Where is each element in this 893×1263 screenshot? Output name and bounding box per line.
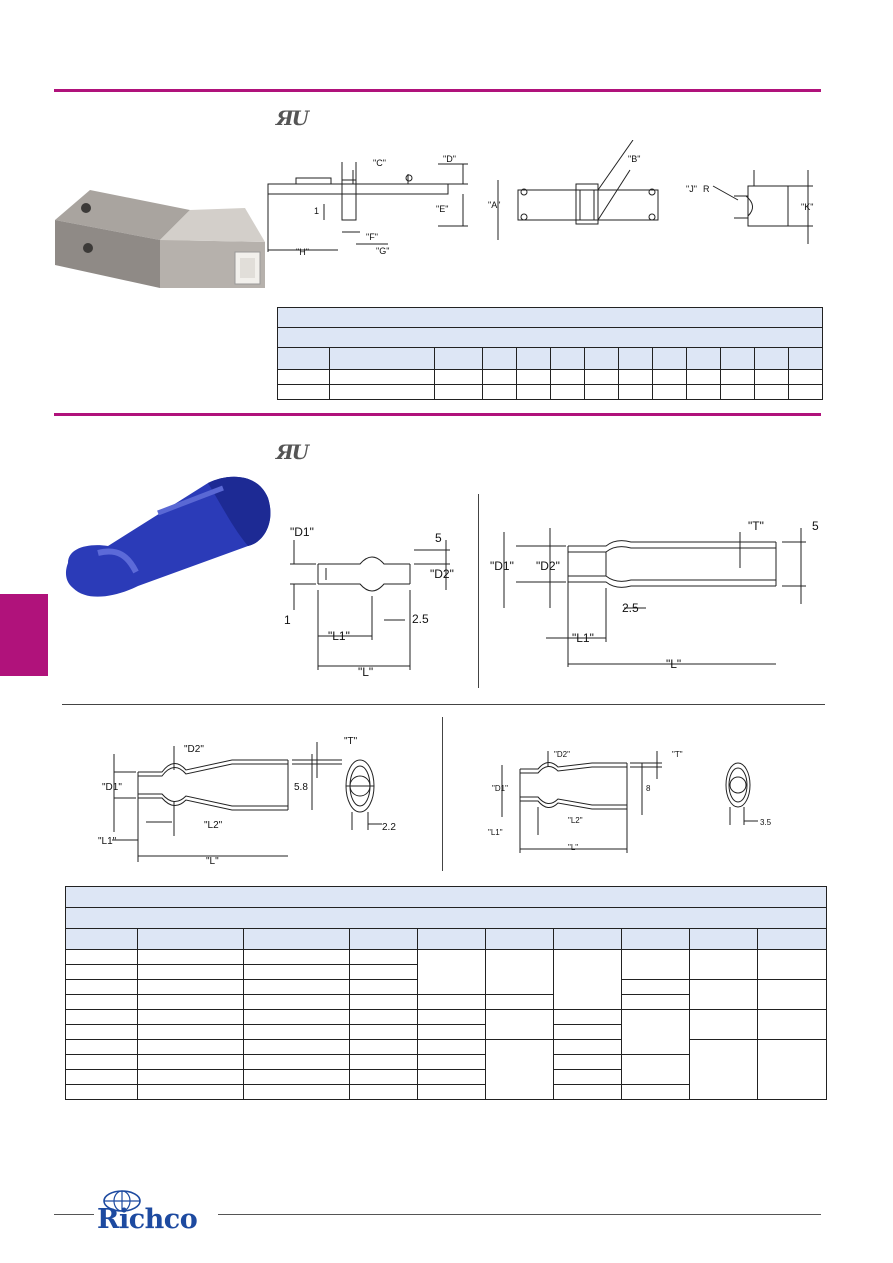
table-row bbox=[65, 964, 827, 980]
dim-label-threefive: 3.5 bbox=[760, 818, 772, 827]
table-row bbox=[65, 1039, 828, 1100]
dim-label-t: "T" bbox=[672, 750, 683, 759]
dim-label-l1: "L1" bbox=[488, 828, 503, 837]
dim-label-g: "G" bbox=[376, 246, 389, 256]
dim-label-l: "L" bbox=[568, 843, 578, 852]
dim-label-d2: "D2" bbox=[430, 567, 454, 581]
dim-label-f: "F" bbox=[366, 232, 378, 242]
dim-label-l1: "L1" bbox=[328, 629, 350, 643]
side-tab bbox=[0, 594, 48, 676]
dim-label-j: "J" bbox=[686, 184, 697, 194]
dim-label-l1: "L1" bbox=[98, 836, 117, 847]
section-rule-middle bbox=[54, 413, 821, 416]
dim-label-d2: "D2" bbox=[184, 744, 204, 755]
dim-label-d1: "D1" bbox=[290, 525, 314, 539]
dim-label-five: 5 bbox=[435, 531, 442, 545]
dim-label-eight: 8 bbox=[646, 784, 651, 793]
flared-sleeve-drawing: "D2" "T" "D1" 5.8 "L2" 2.2 "L1" "L" bbox=[98, 736, 396, 867]
dim-label-l: "L" bbox=[358, 665, 373, 679]
footer-rule-right bbox=[218, 1214, 821, 1215]
insulating-sleeve-photo bbox=[65, 476, 271, 597]
dim-label-e: "E" bbox=[436, 204, 448, 214]
section-rule-top bbox=[54, 89, 821, 92]
flared-sleeve-drawing-large: "D2" "T" "D1" 8 "L2" 3.5 "L1" "L" bbox=[488, 750, 772, 853]
drawing-divider-vertical-2 bbox=[442, 717, 443, 871]
dim-label-t: "T" bbox=[344, 736, 358, 747]
dim-label-l2: "L2" bbox=[568, 816, 583, 825]
table-row bbox=[65, 994, 827, 1010]
ul-recognized-mark-2: ЯU bbox=[276, 440, 309, 464]
dim-label-b: "B" bbox=[628, 154, 640, 164]
connector-housing-photo bbox=[55, 190, 265, 288]
table-row bbox=[65, 1084, 827, 1100]
ul-recognized-mark: ЯU bbox=[276, 106, 309, 130]
table-title-row bbox=[64, 886, 828, 908]
table-row bbox=[277, 384, 824, 400]
dim-label-five: 5 bbox=[812, 519, 819, 533]
dim-label-t: "T" bbox=[748, 519, 764, 533]
dim-label-fiveeight: 5.8 bbox=[294, 782, 308, 793]
dim-label-one: 1 bbox=[314, 206, 319, 216]
dim-label-twotwo: 2.2 bbox=[382, 822, 396, 833]
richco-logo-text: Richco bbox=[97, 1204, 198, 1235]
table-title-row bbox=[276, 307, 824, 328]
richco-globe-logo bbox=[103, 1190, 141, 1212]
table-row bbox=[65, 1024, 827, 1040]
dim-label-l2: "L2" bbox=[204, 820, 223, 831]
table-row bbox=[65, 1009, 828, 1055]
dim-label-one: 1 bbox=[284, 613, 291, 627]
sleeve-drawing-long: "T" 5 "D1" "D2" 2.5 "L1" "L" bbox=[490, 519, 819, 671]
table-subtitle-row bbox=[64, 907, 828, 929]
table-row bbox=[65, 949, 828, 1010]
dim-label-c: "C" bbox=[373, 158, 386, 168]
dim-label-d1: "D1" bbox=[490, 559, 514, 573]
sleeve-drawing-small: "D1" 5 "D2" 1 2.5 "L1" "L" bbox=[284, 525, 454, 679]
dim-label-l1: "L1" bbox=[572, 631, 594, 645]
drawing-divider-vertical bbox=[478, 494, 479, 688]
dim-label-d2: "D2" bbox=[536, 559, 560, 573]
table-row bbox=[277, 369, 824, 385]
dim-label-a: "A" bbox=[488, 200, 500, 210]
dim-label-twofive: 2.5 bbox=[412, 612, 429, 626]
table-header-row bbox=[277, 347, 824, 370]
dim-label-l: "L" bbox=[666, 657, 681, 671]
dim-label-h: "H" bbox=[296, 247, 309, 257]
table-subtitle-row bbox=[276, 327, 824, 348]
table-header-row bbox=[65, 928, 828, 950]
dim-label-d1: "D1" bbox=[492, 784, 508, 793]
sleeve-spec-table bbox=[64, 886, 828, 1100]
drawing-divider-horizontal bbox=[62, 704, 825, 705]
dim-label-d1: "D1" bbox=[102, 782, 122, 793]
connector-dimension-drawing: "C" "D" "E" 1 "F" "H" "G" "A" "B" "J" R … bbox=[267, 140, 813, 257]
housing-spec-table bbox=[276, 307, 824, 400]
footer-rule-left bbox=[54, 1214, 94, 1215]
dim-label-l: "L" bbox=[206, 856, 219, 867]
dim-label-d2: "D2" bbox=[554, 750, 570, 759]
dim-label-k: "K" bbox=[801, 202, 813, 212]
dim-label-d: "D" bbox=[443, 154, 456, 164]
dim-label-twofive: 2.5 bbox=[622, 601, 639, 615]
dim-label-r: R bbox=[703, 184, 710, 194]
table-row bbox=[65, 1054, 827, 1085]
